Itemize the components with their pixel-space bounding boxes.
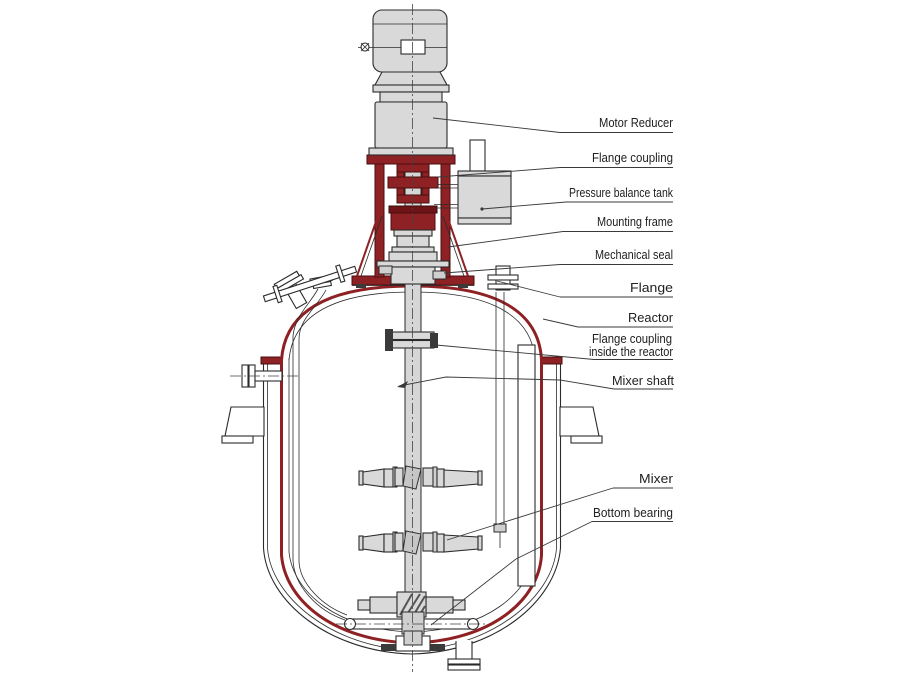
leader-reactor: [542, 318, 579, 328]
tank-riser-pipe: [469, 139, 486, 172]
tank-body: [457, 175, 512, 219]
leader-bottom-bearing: [430, 521, 593, 626]
label-inner-flange-coupling-line1: Flange coupling: [592, 332, 672, 346]
motor: [358, 9, 454, 156]
motor-nameplate: [400, 39, 426, 55]
thermowell: [493, 292, 507, 548]
jacket-cap-left: [260, 356, 283, 365]
bottom-nozzle-flange: [447, 658, 481, 665]
leader-mixer: [446, 487, 614, 541]
label-motor-reducer: Motor Reducer: [599, 116, 673, 130]
eyebolt-icon: [360, 42, 370, 52]
label-flange-coupling: Flange coupling: [592, 151, 673, 165]
inner-flange-coupling: [385, 329, 438, 351]
leader-flange-coupling: [437, 167, 561, 178]
label-flange: Flange: [630, 281, 673, 295]
frame-brace-left: [356, 212, 380, 277]
label-reactor: Reactor: [628, 311, 673, 325]
label-mixer-shaft: Mixer shaft: [612, 374, 675, 388]
label-bottom-bearing: Bottom bearing: [593, 506, 673, 520]
label-mixer: Mixer: [639, 472, 673, 486]
jacket-cap-right: [540, 356, 563, 365]
motor-reducer-body: [374, 101, 448, 149]
leader-pressure-balance-tank: [481, 201, 567, 210]
frame-column-left: [374, 163, 385, 278]
mixer-shaft-arrowhead: [397, 381, 408, 388]
leader-mixer-shaft: [398, 376, 615, 390]
frame-top-plate: [366, 154, 456, 165]
nozzle-top-right: [487, 265, 519, 291]
leader-flange: [496, 280, 561, 298]
impeller-lower: [358, 530, 483, 555]
impeller-upper: [358, 465, 483, 490]
dip-tube: [292, 274, 348, 621]
nozzle-side-left: [230, 364, 301, 388]
label-mounting-frame: Mounting frame: [597, 215, 673, 229]
mechanical-seal: [376, 205, 450, 285]
top-right-nozzle-flange: [487, 274, 519, 281]
label-pressure-balance-tank: Pressure balance tank: [569, 186, 674, 200]
baffle-plate: [517, 344, 536, 587]
bottom-outlet-nozzle: [447, 640, 481, 671]
pressure-balance-tank: [434, 139, 512, 225]
frame-brace-right: [445, 212, 469, 277]
label-inner-flange-coupling-line2: inside the reactor: [589, 345, 673, 359]
flange-coupling: [387, 163, 439, 204]
leader-inner-flange-coupling: [435, 344, 595, 360]
leader-mounting-frame: [447, 231, 564, 248]
inclined-pipe-top-left: [262, 264, 358, 304]
support-bracket-left: [221, 406, 265, 444]
leader-mechanical-seal: [443, 264, 561, 274]
callouts: Motor Reducer Flange coupling Pressure b…: [397, 116, 675, 626]
leader-motor-reducer: [432, 117, 561, 133]
support-bracket-right: [559, 406, 603, 444]
bottom-bearing: [336, 611, 486, 652]
label-mechanical-seal: Mechanical seal: [595, 248, 673, 262]
